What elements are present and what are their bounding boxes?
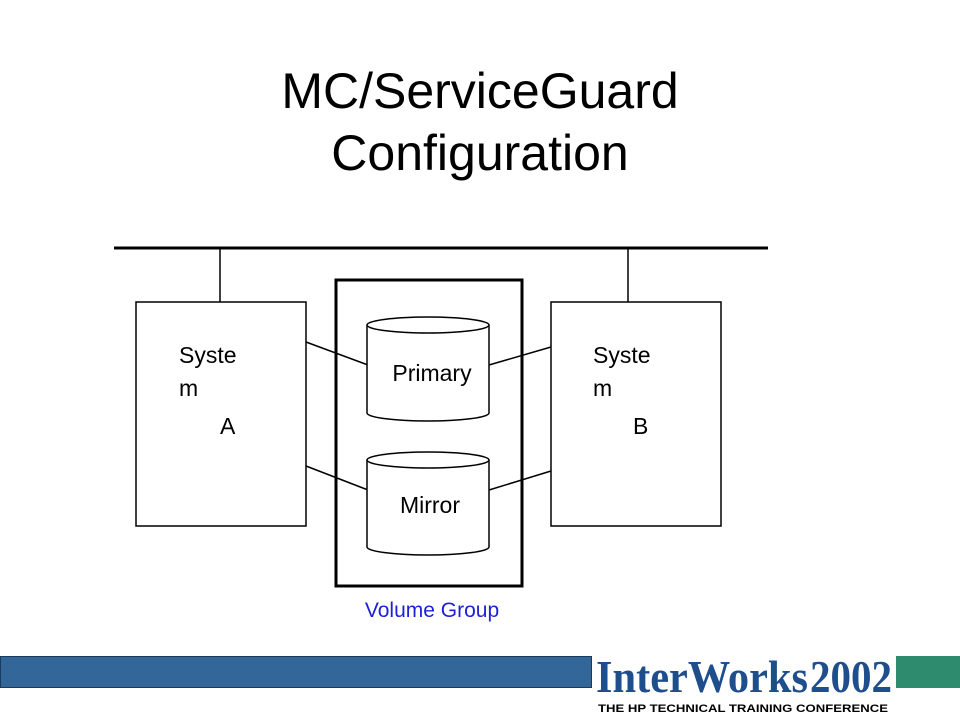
system-b-label-line-1: Syste (593, 342, 651, 368)
system-b-primary-link (488, 346, 552, 366)
system-a-label-line-1: Syste (179, 342, 237, 368)
primary-disk: Primary (366, 316, 490, 422)
system-a-mirror-link (305, 465, 369, 491)
system-b-letter: B (633, 413, 648, 439)
cluster-diagram: Syste m A Syste m B Primary Mirror Volum… (114, 246, 768, 622)
slide-title: MC/ServiceGuard Configuration (0, 60, 960, 184)
system-a-label-line-2: m (179, 375, 198, 401)
mirror-disk-label: Mirror (400, 492, 460, 518)
system-b-mirror-link (488, 470, 552, 491)
system-b-label-line-2: m (593, 375, 612, 401)
system-a-box (135, 301, 307, 527)
interworks-logo: InterWorks 2002 THE HP TECHNICAL TRAININ… (592, 646, 896, 720)
logo-main-text: InterWorks (596, 651, 808, 702)
system-a-letter: A (220, 413, 236, 439)
system-b-box (550, 301, 722, 527)
primary-disk-label: Primary (392, 360, 472, 386)
slide-title-line-1: MC/ServiceGuard (281, 63, 679, 119)
volume-group-label: Volume Group (365, 599, 499, 622)
system-a-primary-link (305, 341, 369, 366)
mirror-disk: Mirror (366, 451, 490, 556)
logo-tagline: THE HP TECHNICAL TRAINING CONFERENCE (598, 703, 888, 715)
logo-year-text: 2002 (810, 651, 892, 702)
footer-bar (0, 656, 592, 688)
footer-accent (896, 656, 960, 688)
slide-title-line-2: Configuration (331, 125, 629, 181)
